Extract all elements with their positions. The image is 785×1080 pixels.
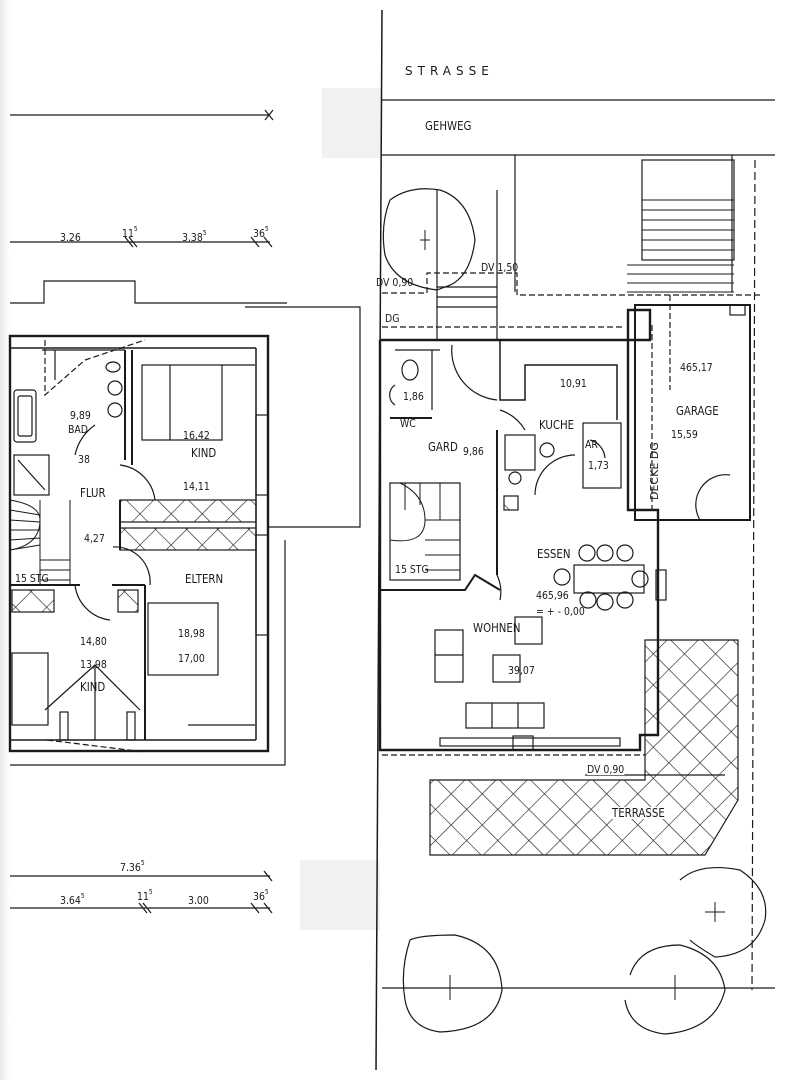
room-area: 9,89 xyxy=(70,409,91,422)
room-area: 14,11 xyxy=(183,480,210,493)
room-name-essen: ESSEN xyxy=(537,547,571,561)
room-area: 17,00 xyxy=(178,652,205,665)
scan-shadow xyxy=(0,0,10,1080)
level-label: 465,17 xyxy=(680,361,713,374)
dimension-label: 365 xyxy=(253,225,269,240)
dimension-label: 115 xyxy=(137,888,153,903)
dv-label: DV 0,90 xyxy=(587,763,625,776)
room-area: 18,98 xyxy=(178,627,205,640)
dimension-label: 7.365 xyxy=(120,859,145,874)
street-label: STRASSE xyxy=(405,64,494,78)
garage-ceiling-label: DECKE DG xyxy=(648,442,661,500)
dv-label: DV 0,90 xyxy=(376,276,414,289)
dimension-label: 3.645 xyxy=(60,892,85,907)
stairs-label: 15 STG xyxy=(395,563,429,576)
sidewalk-label: GEHWEG xyxy=(425,119,472,133)
terrace-label: TERRASSE xyxy=(612,806,665,820)
room-area: 15,59 xyxy=(671,428,698,441)
room-name-kuche: KUCHE xyxy=(539,418,575,432)
level-relative: = + - 0,00 xyxy=(536,605,585,618)
dimension-label: 3.26 xyxy=(60,231,81,244)
dg-label: DG xyxy=(385,312,400,325)
ground-floor-plan xyxy=(375,9,775,1071)
room-name-bad: BAD xyxy=(68,423,89,436)
room-area: 14,80 xyxy=(80,635,107,648)
room-area: 13,98 xyxy=(80,658,107,671)
room-area: 9,86 xyxy=(463,445,484,458)
room-name-eltern: ELTERN xyxy=(185,572,224,586)
room-name-wc: WC xyxy=(400,417,416,430)
room-area: 10,91 xyxy=(560,377,587,390)
room-dim: 38 xyxy=(78,453,90,466)
room-name-gard: GARD xyxy=(428,440,458,454)
dimension-label: 365 xyxy=(253,888,269,903)
room-name-flur: FLUR xyxy=(80,486,106,500)
room-area: 16,42 xyxy=(183,429,210,442)
room-area: 39,07 xyxy=(508,664,535,677)
tape-mark xyxy=(300,860,380,930)
dimension-label: 3.00 xyxy=(188,894,209,907)
upper-floor-plan xyxy=(8,109,361,914)
room-name-garage: GARAGE xyxy=(676,404,719,418)
room-name-kind-2: KIND xyxy=(80,680,106,694)
room-name-ar: AR xyxy=(585,438,598,451)
level-label: 465,96 xyxy=(536,589,569,602)
room-area: 1,73 xyxy=(588,459,609,472)
stairs-label: 15 STG xyxy=(15,572,49,585)
room-name-kind: KIND xyxy=(191,446,217,460)
dv-label: DV 1,50 xyxy=(481,261,519,274)
room-area: 4,27 xyxy=(84,532,105,545)
room-name-wohnen: WOHNEN xyxy=(473,621,521,635)
dimension-label: 3.385 xyxy=(182,229,207,244)
dimension-label: 115 xyxy=(122,225,138,240)
room-area: 1,86 xyxy=(403,390,424,403)
tape-mark xyxy=(322,88,382,158)
